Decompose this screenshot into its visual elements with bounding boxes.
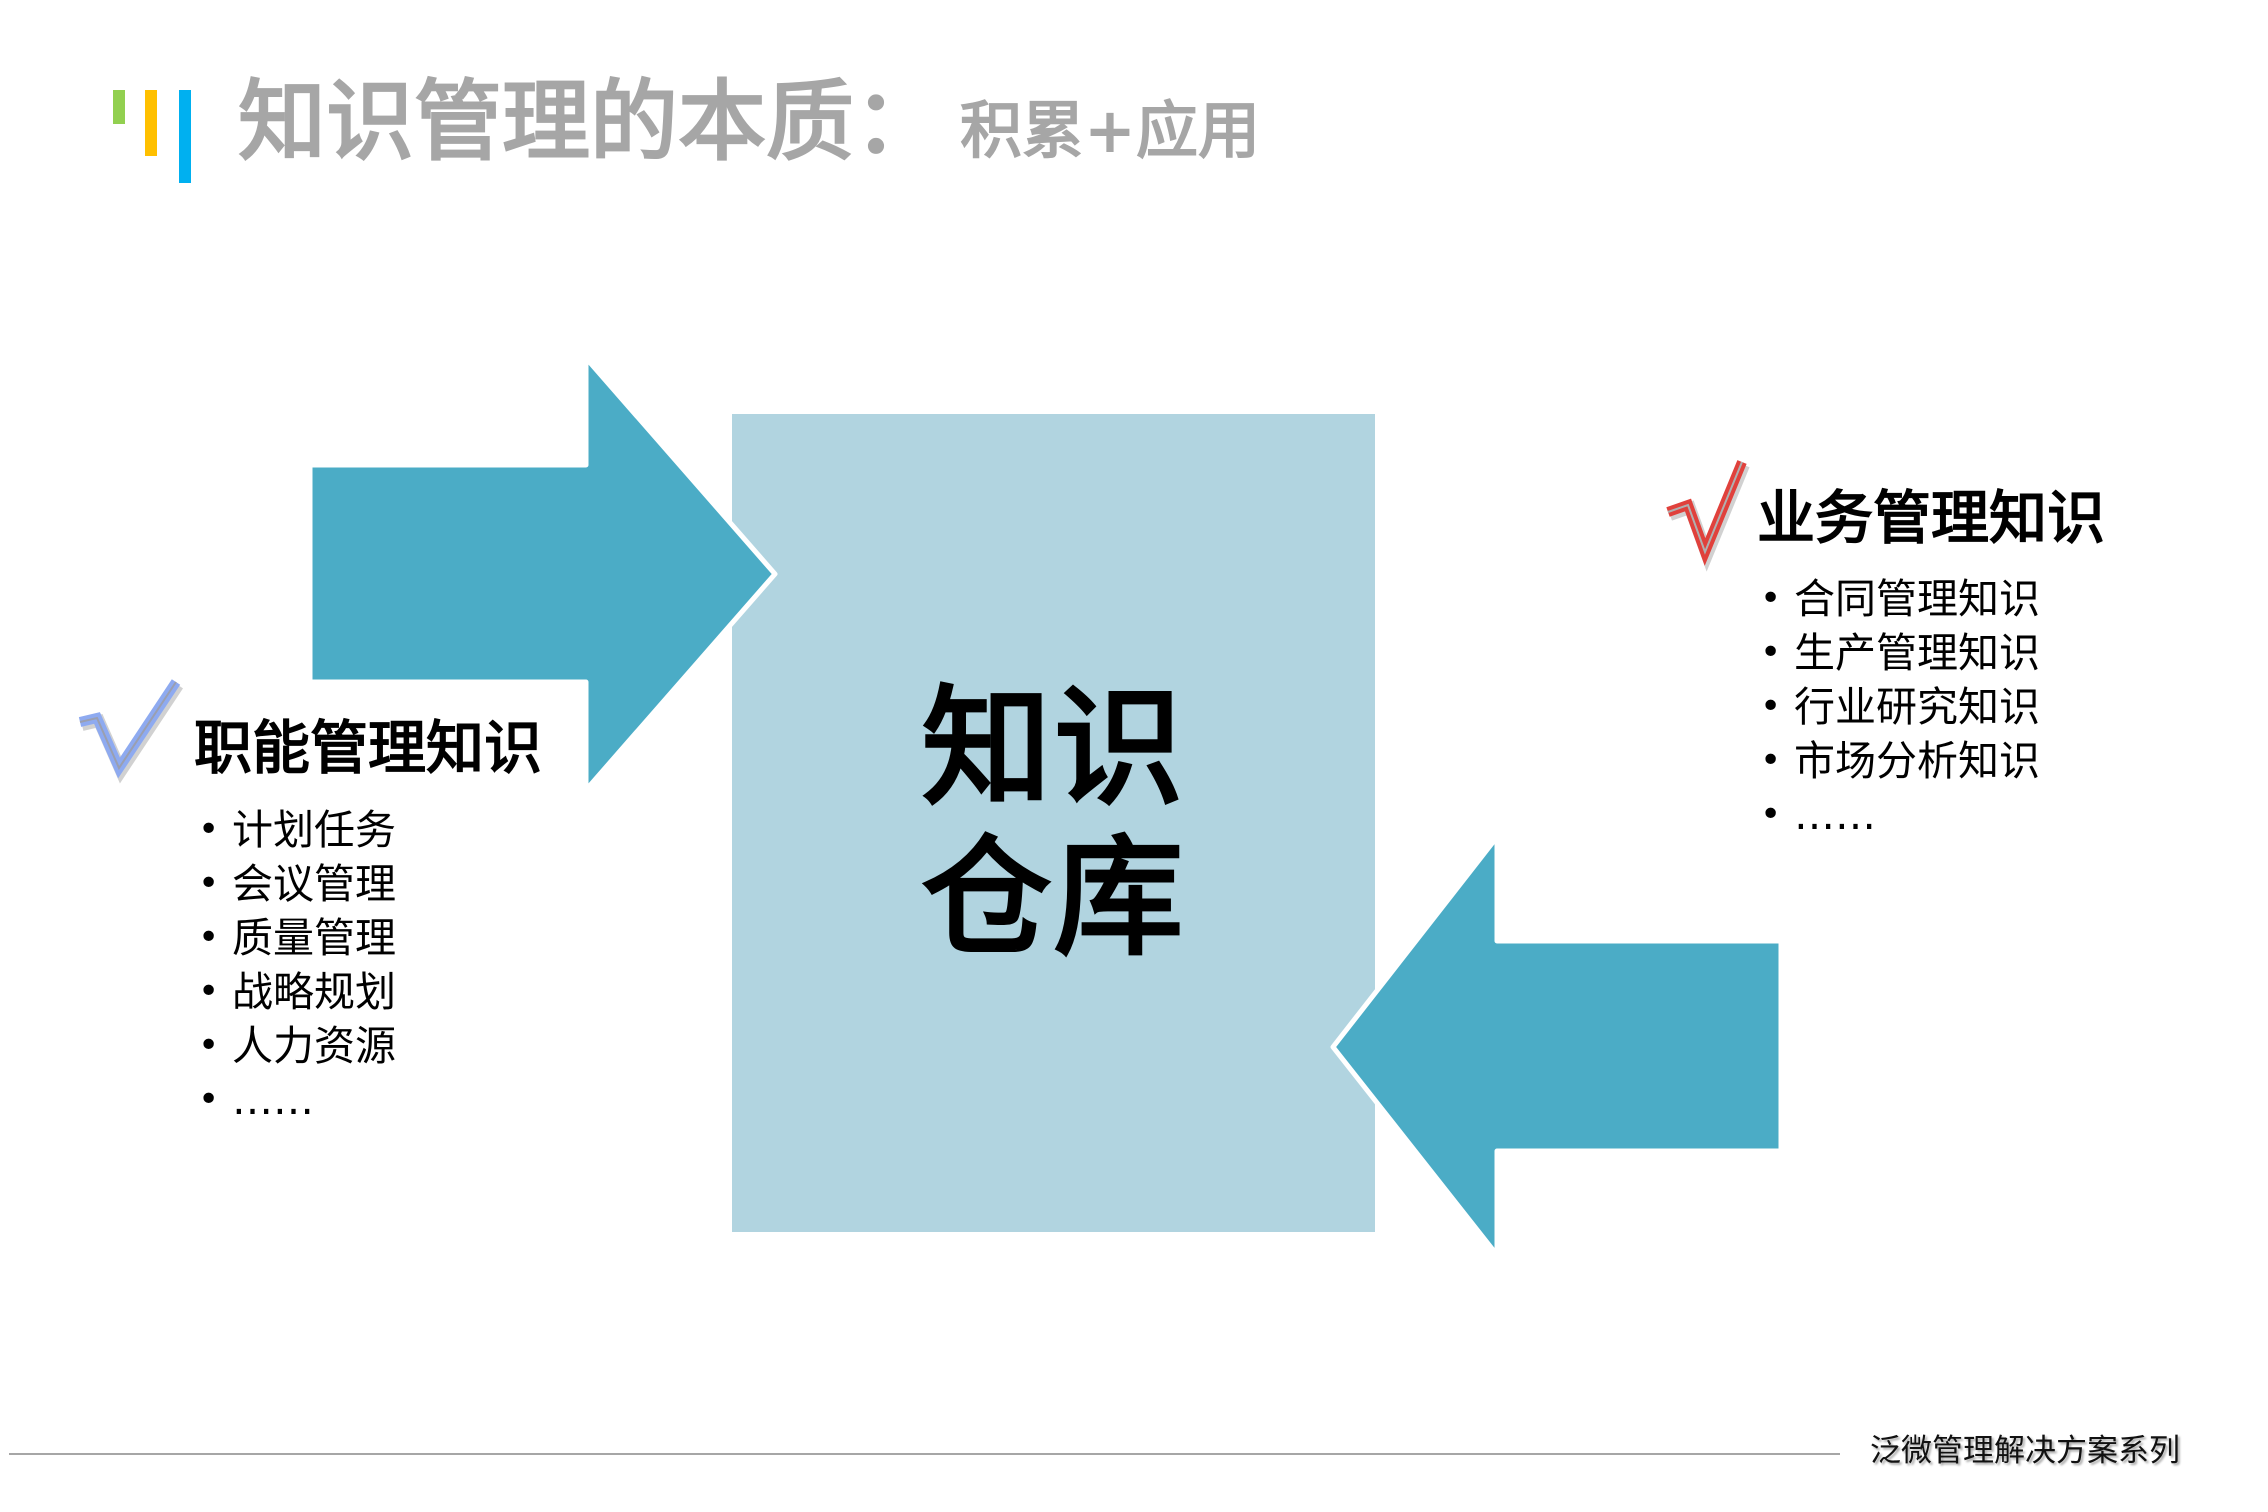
page-title-main: 知识管理的本质： (238, 70, 943, 173)
page-title: 知识管理的本质：积累+应用 (238, 78, 1260, 166)
list-item: 会议管理 (198, 857, 396, 911)
list-item: 合同管理知识 (1760, 572, 2040, 626)
business-knowledge-heading: 业务管理知识 (1757, 484, 2106, 552)
list-item: 质量管理 (198, 911, 396, 965)
list-item: 计划任务 (198, 803, 396, 857)
list-item: 生产管理知识 (1760, 626, 2040, 680)
business-knowledge-list: 合同管理知识 生产管理知识 行业研究知识 市场分析知识 …… (1760, 572, 2040, 842)
checkmark-red-icon (1666, 460, 1750, 572)
arrow-right-icon (307, 355, 778, 793)
arrow-left-icon (1330, 834, 1784, 1258)
list-item: 市场分析知识 (1760, 734, 2040, 788)
list-item: …… (198, 1073, 396, 1127)
center-label-line2: 仓库 (921, 822, 1186, 974)
accent-bar-yellow (145, 90, 157, 156)
footer-divider (9, 1453, 1840, 1455)
list-item: 战略规划 (198, 965, 396, 1019)
functional-knowledge-list: 计划任务 会议管理 质量管理 战略规划 人力资源 …… (198, 803, 396, 1127)
functional-knowledge-heading: 职能管理知识 (194, 714, 543, 782)
center-label-line1: 知识 (921, 672, 1186, 824)
accent-bar-blue (179, 90, 191, 183)
page-title-subtitle: 积累+应用 (960, 94, 1260, 167)
knowledge-warehouse-box (732, 414, 1375, 1232)
list-item: 行业研究知识 (1760, 680, 2040, 734)
checkmark-blue-icon (78, 679, 184, 784)
list-item: …… (1760, 788, 2040, 842)
knowledge-warehouse-label: 知识 仓库 (732, 414, 1375, 1232)
list-item: 人力资源 (198, 1019, 396, 1073)
accent-bar-green (113, 90, 125, 124)
footer-series-label: 泛微管理解决方案系列 (1870, 1433, 2180, 1469)
